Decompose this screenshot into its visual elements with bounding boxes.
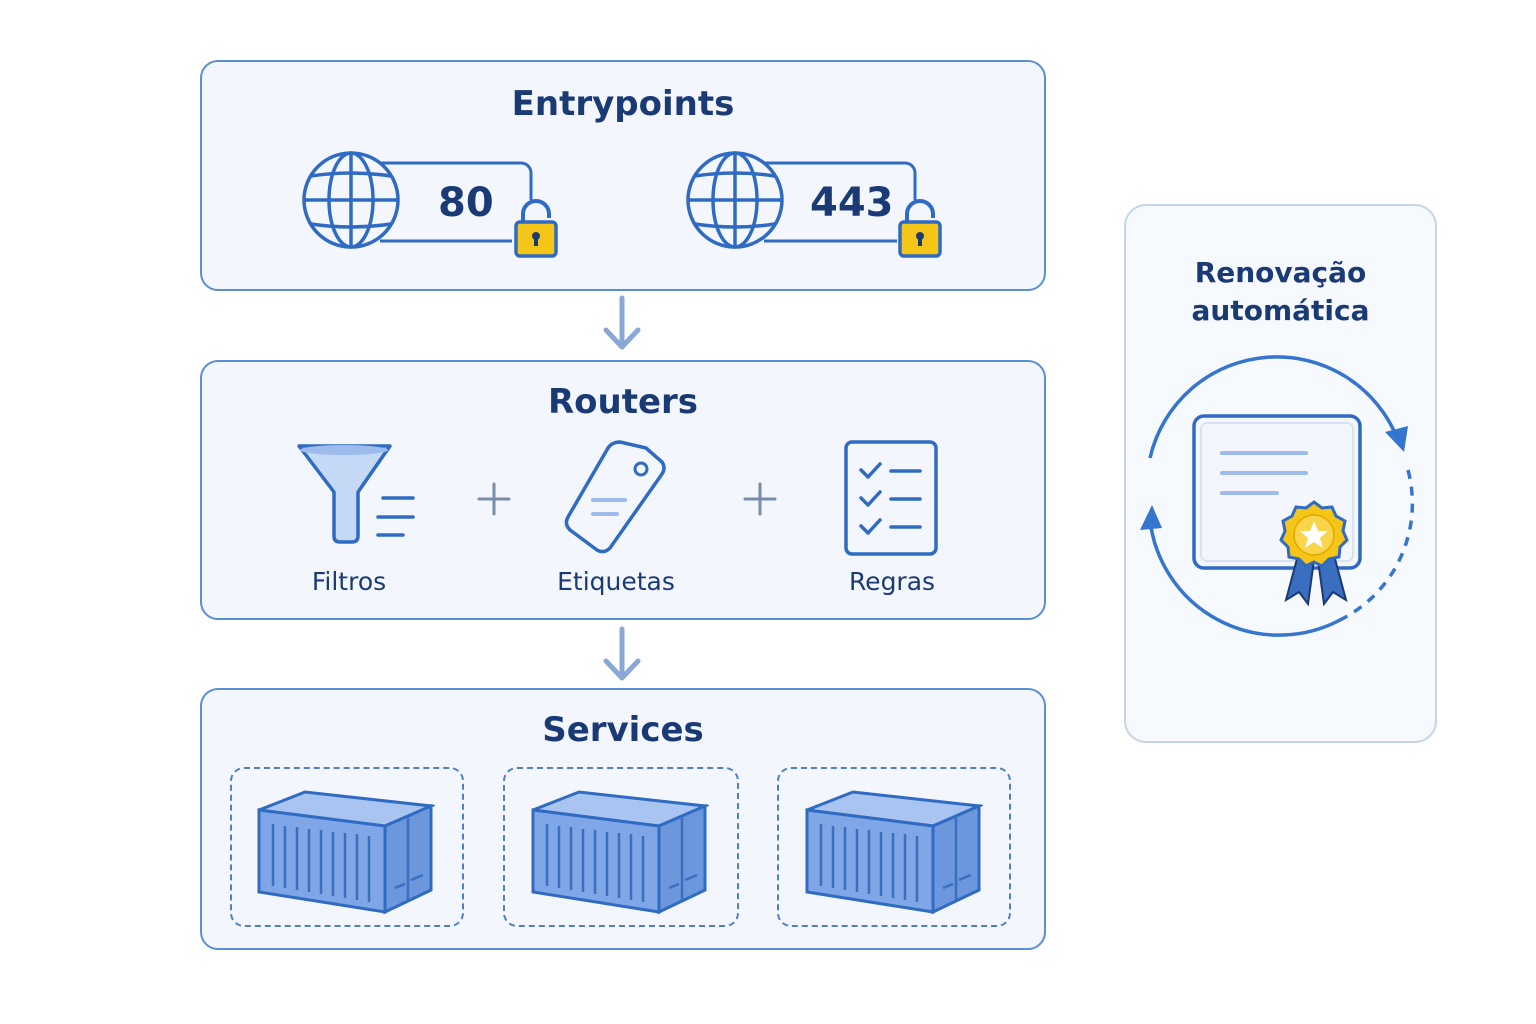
router-item-filtros-label: Filtros — [311, 567, 387, 596]
port-443-label: 443 — [810, 180, 894, 226]
lock-icon — [516, 201, 556, 256]
entrypoints-panel: Entrypoints — [200, 60, 1046, 291]
port-443-connector — [764, 161, 917, 243]
renewal-title-line1: Renovação — [1194, 256, 1367, 289]
routers-title: Routers — [547, 382, 699, 422]
service-slot-2 — [503, 767, 739, 927]
port-80-label: 80 — [438, 180, 494, 226]
services-title: Services — [542, 710, 704, 750]
container-icon — [805, 790, 981, 914]
service-slot-3 — [777, 767, 1011, 927]
container-icon — [531, 790, 707, 914]
funnel-icon — [297, 444, 415, 544]
port-80-connector — [380, 161, 533, 243]
entrypoints-title: Entrypoints — [511, 84, 735, 124]
service-slot-1 — [230, 767, 464, 927]
lock-icon — [900, 201, 940, 256]
router-item-regras-label: Regras — [848, 567, 936, 596]
arrow-down-icon — [603, 626, 641, 681]
renewal-cycle-icon — [1140, 355, 1415, 637]
router-item-etiquetas-label: Etiquetas — [557, 567, 675, 596]
globe-icon — [302, 151, 400, 249]
renewal-title-line2: automática — [1191, 294, 1370, 327]
checklist-icon — [844, 440, 938, 556]
plus-icon — [743, 482, 777, 516]
tag-icon — [564, 440, 666, 554]
arrow-down-icon — [603, 295, 641, 350]
plus-icon — [477, 482, 511, 516]
container-icon — [257, 790, 433, 914]
globe-icon — [686, 151, 784, 249]
award-badge-icon — [1279, 500, 1349, 607]
